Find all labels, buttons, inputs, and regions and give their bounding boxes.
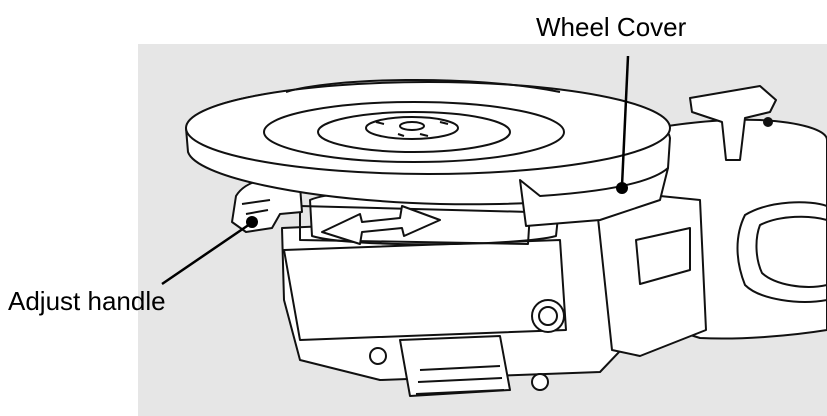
lever-pin — [763, 117, 773, 127]
rotation-arrow — [321, 205, 441, 245]
flange-nut-center — [399, 121, 425, 131]
screw-bottom — [531, 373, 549, 391]
wheel-ring-2 — [317, 111, 511, 153]
wheel-ring-1 — [263, 101, 565, 163]
clamp-band — [299, 205, 531, 245]
wheel-cover-lip — [285, 78, 561, 93]
wheel-cover-label: Wheel Cover — [536, 12, 687, 42]
flange-nut — [365, 116, 459, 140]
adjust-handle-label: Adjust handle — [8, 286, 166, 316]
side-plate-window — [635, 227, 691, 285]
flange-nut-notches — [375, 121, 449, 137]
wheel-cover-leader-dot — [616, 182, 628, 194]
side-knob — [531, 299, 565, 333]
side-knob-inner — [538, 306, 558, 326]
wheel-cover-skirt — [519, 167, 669, 227]
adjust-handle-leader-dot — [246, 216, 258, 228]
body-grip-slot-inner — [755, 215, 827, 288]
screw-left — [369, 347, 387, 365]
adjust-handle-detail — [241, 199, 271, 215]
adjust-handle-leader — [161, 222, 251, 286]
wheel-cover-leader — [620, 55, 630, 187]
switch-lever — [689, 85, 777, 161]
spindle-lock-grill — [415, 365, 505, 395]
